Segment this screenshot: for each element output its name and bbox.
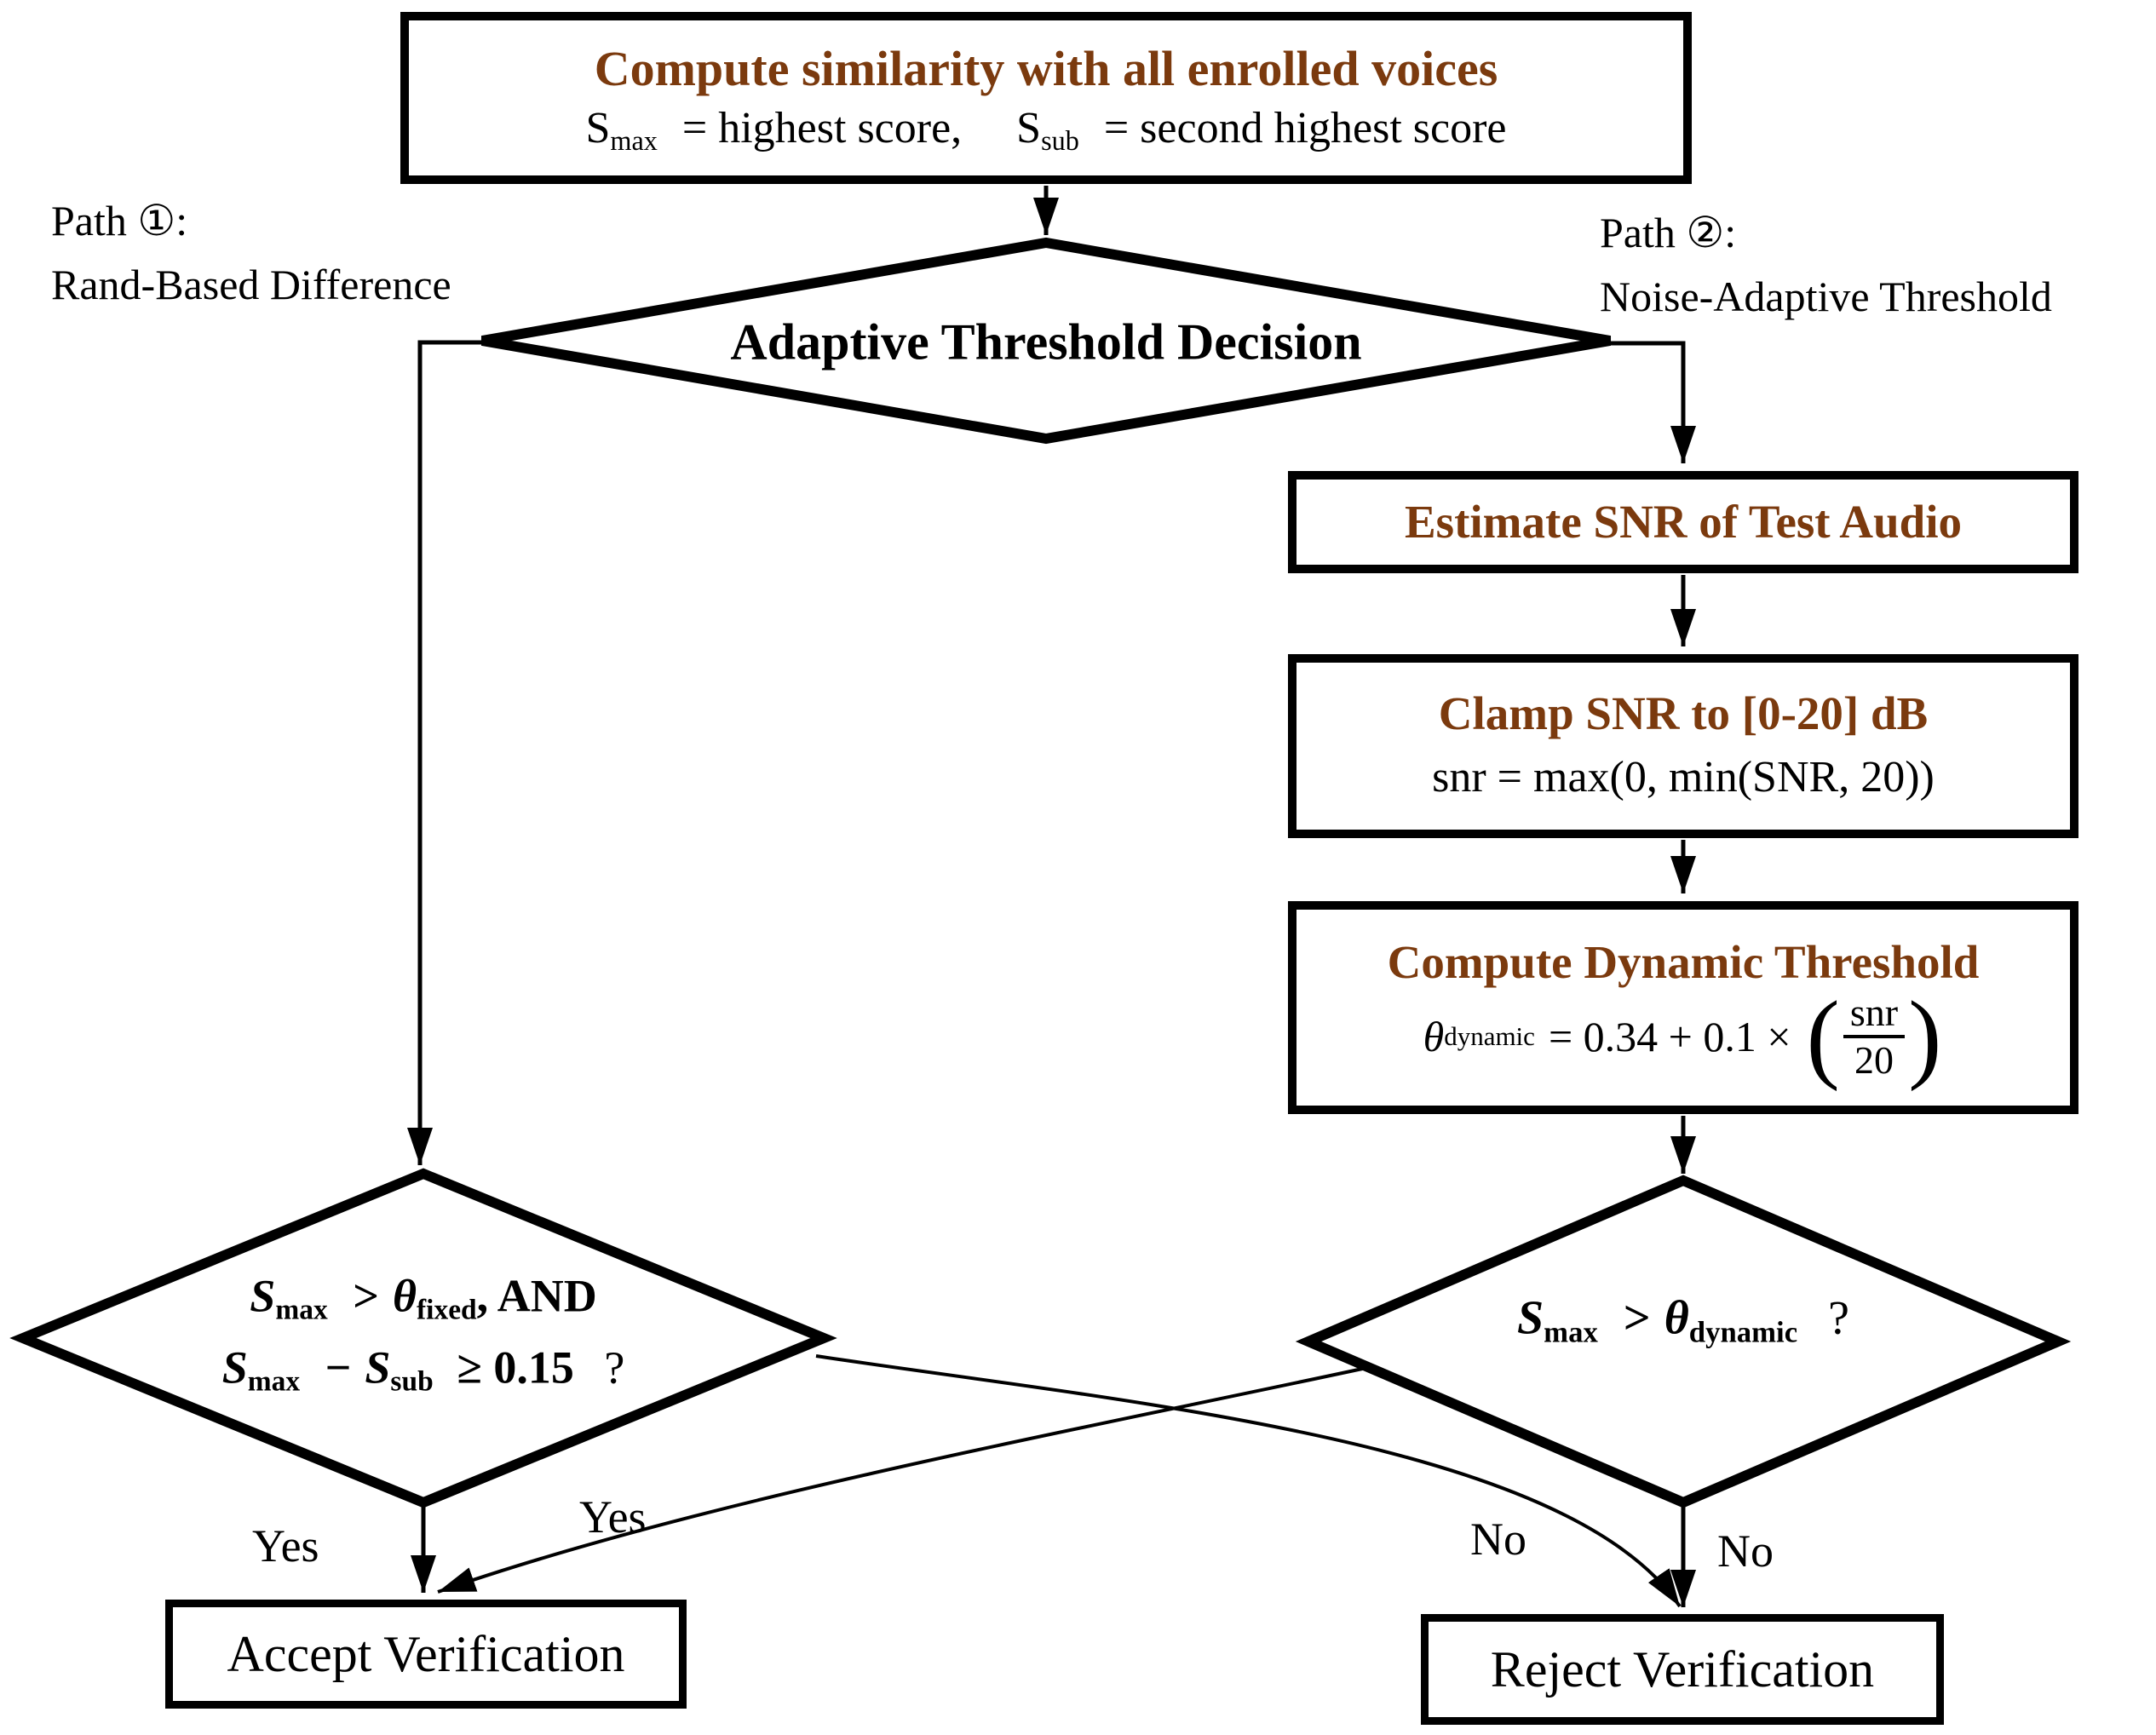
greater-than: > — [1623, 1291, 1651, 1345]
theta-symbol: θ — [1664, 1291, 1689, 1345]
ssub-subscript: sub — [1041, 125, 1079, 157]
fixed-check-line2: Smax −Ssub ≥ 0.15 ? — [222, 1332, 625, 1404]
and-connector: , AND — [476, 1270, 597, 1322]
question-mark: ? — [604, 1341, 625, 1393]
smax-symbol: S — [585, 104, 611, 153]
smax-symbol: S — [221, 1341, 248, 1393]
smax-definition: = highest score, — [681, 104, 963, 153]
clamp-snr-box: Clamp SNR to [0-20] dB snr = max(0, min(… — [1288, 654, 2078, 838]
ssub-definition: = second highest score — [1103, 104, 1507, 153]
minus-sign: − — [325, 1341, 352, 1393]
estimate-snr-box: Estimate SNR of Test Audio — [1288, 471, 2078, 573]
fraction-denominator: 20 — [1854, 1038, 1894, 1082]
no-label-right: No — [1717, 1525, 1774, 1577]
ssub-subscript: sub — [390, 1365, 434, 1398]
dynamic-threshold-title: Compute Dynamic Threshold — [1387, 935, 1980, 988]
threshold-value: ≥ 0.15 — [457, 1341, 574, 1393]
path2-title: Path ②: — [1600, 209, 1737, 256]
no-label-curve: No — [1470, 1514, 1526, 1565]
fixed-check-diamond — [9, 1168, 837, 1508]
reject-verification-box: Reject Verification — [1421, 1614, 1944, 1725]
greater-than: > — [353, 1270, 379, 1322]
smax-subscript: max — [247, 1365, 301, 1398]
ssub-symbol: S — [365, 1341, 391, 1393]
compute-similarity-formula: Smax = highest score, Ssub = second highe… — [585, 100, 1506, 158]
left-paren: ( — [1806, 980, 1840, 1092]
question-mark: ? — [1828, 1291, 1849, 1345]
edge-dynamiccheck-yes-curve — [437, 1366, 1367, 1594]
fixed-check-label: Smax >θfixed, AND Smax −Ssub ≥ 0.15 ? — [222, 1261, 625, 1403]
adaptive-decision-label: Adaptive Threshold Decision — [730, 313, 1362, 371]
dynamic-check-diamond — [1295, 1175, 2072, 1508]
theta-symbol: θ — [392, 1270, 417, 1322]
theta-fixed-subscript: fixed — [417, 1294, 477, 1326]
smax-symbol: S — [250, 1270, 276, 1322]
snr-fraction: snr 20 — [1843, 991, 1906, 1082]
compute-similarity-title: Compute similarity with all enrolled voi… — [594, 40, 1498, 96]
clamp-snr-title: Clamp SNR to [0-20] dB — [1438, 687, 1929, 740]
threshold-expression: = 0.34 + 0.1 × — [1548, 1013, 1791, 1060]
dynamic-check-label: Smax >θdynamic ? — [1517, 1282, 1849, 1356]
smax-subscript: max — [1544, 1315, 1598, 1349]
accept-verification-box: Accept Verification — [165, 1600, 687, 1709]
adaptive-decision-diamond — [480, 237, 1612, 445]
right-paren: ) — [1908, 980, 1942, 1092]
smax-symbol: S — [1517, 1291, 1544, 1345]
fraction-numerator: snr — [1843, 991, 1906, 1038]
ssub-symbol: S — [1016, 104, 1042, 153]
compute-similarity-box: Compute similarity with all enrolled voi… — [400, 12, 1692, 184]
smax-subscript: max — [610, 125, 658, 157]
path1-annotation: Path ①: Rand-Based Difference — [51, 189, 451, 317]
yes-label-curve: Yes — [579, 1491, 647, 1543]
estimate-snr-title: Estimate SNR of Test Audio — [1405, 496, 1962, 548]
path1-title: Path ①: — [51, 197, 188, 244]
edge-path2-vertical — [1610, 341, 1696, 463]
accept-verification-label: Accept Verification — [227, 1625, 625, 1682]
path1-subtitle: Rand-Based Difference — [51, 261, 451, 308]
edge-path1-vertical — [407, 340, 482, 1165]
theta-symbol: θ — [1423, 1013, 1445, 1060]
theta-dynamic-subscript: dynamic — [1688, 1315, 1798, 1349]
fixed-check-line1: Smax >θfixed, AND — [222, 1261, 625, 1332]
path2-subtitle: Noise-Adaptive Threshold — [1600, 273, 2052, 320]
reject-verification-label: Reject Verification — [1490, 1640, 1875, 1698]
clamp-snr-formula: snr = max(0, min(SNR, 20)) — [1432, 753, 1935, 802]
smax-subscript: max — [275, 1294, 328, 1326]
path2-annotation: Path ②: Noise-Adaptive Threshold — [1600, 201, 2052, 329]
yes-label-left: Yes — [252, 1520, 319, 1571]
edge-fixedcheck-no-curve — [815, 1354, 1682, 1608]
